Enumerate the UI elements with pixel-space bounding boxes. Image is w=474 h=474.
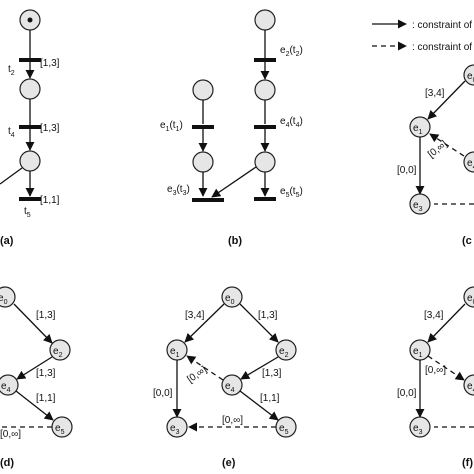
edge-e2-e4 [16,356,53,380]
e2-label: e2(t2) [280,45,303,58]
node-e4-label: e4 [467,381,474,394]
node-e0 [463,64,474,86]
node-e1-label: e1 [170,346,180,359]
legend: : constraint of : constraint of [372,19,472,53]
node-e0 [221,286,243,308]
e-interval-11: [1,1] [260,393,280,404]
condition-b5 [192,151,214,173]
panel-e-label: (e) [222,457,236,469]
f-interval-34: [3,4] [424,310,444,321]
node-e2 [275,339,297,361]
panel-c-label: (c [462,235,472,247]
panel-b-label: (b) [228,235,242,247]
edge-e4-e1 [429,133,465,157]
node-e1-label: e1 [413,123,423,136]
condition-b1 [254,9,276,31]
edge-e0-e1 [427,80,466,120]
e-interval-13a: [1,3] [258,310,278,321]
panel-f-label: (f) [462,457,473,469]
edge-e4-e1 [186,355,224,381]
edge-e0-e1 [184,303,225,343]
node-e4-label: e4 [467,158,474,171]
node-e0 [0,286,16,308]
node-e2 [49,339,71,361]
edge-e0-e2 [13,303,53,344]
arc-offscreen [0,167,23,185]
panel-e: e0 [3,4] [1,3] e1 e2 [1,3] e4 [0,∞] [0,0… [153,286,297,469]
node-e0-label: e0 [467,293,474,306]
node-e3 [166,416,188,438]
node-e4-label: e4 [225,381,235,394]
panel-f: e0 [3,4] e1 e4 [0,∞] [0,0] e3 (f) [397,286,474,469]
e-interval-34: [3,4] [185,310,205,321]
d-interval-11: [1,1] [36,393,56,404]
node-e2-label: e2 [53,346,63,359]
d-interval-13b: [1,3] [36,368,56,379]
e-interval-13b: [1,3] [262,368,282,379]
e-interval-0inf-b: [0,∞] [222,415,243,426]
legend-dashed-label: : constraint of [412,42,472,53]
panel-d-label: (d) [0,457,14,469]
node-e3 [409,416,431,438]
t2-label: t2 [8,64,15,77]
edge-e4-e5 [15,390,54,421]
place-p3 [19,150,41,172]
t4-interval: [1,3] [40,123,60,134]
token [27,17,33,23]
e4-label: e4(t4) [280,116,303,129]
c-interval-0inf: [0,∞] [426,139,450,161]
legend-solid-label: : constraint of [412,20,472,31]
panel-d: e0 [1,3] e2 [1,3] e4 [1,1] e5 [0,∞] (d) [0,286,73,469]
node-e3-label: e3 [413,423,423,436]
t5-label: t5 [24,206,31,219]
panel-a-label: (a) [0,235,14,247]
d-interval-0inf: [0,∞] [0,429,21,440]
node-e2-label: e2 [279,346,289,359]
arc [211,166,257,198]
node-e5-label: e5 [55,423,65,436]
f-interval-0inf: [0,∞] [425,365,446,376]
e3-label: e3(t3) [167,184,190,197]
panel-c: e0 [3,4] e1 e4 [0,∞] [0,0] e3 (c [397,64,474,247]
node-e0-label: e0 [225,293,235,306]
edge-e4-e5 [239,390,279,421]
node-e4 [221,374,243,396]
node-e0-label: e0 [0,293,8,306]
e1-label: e1(t1) [160,120,183,133]
c-interval-34: [3,4] [425,88,445,99]
condition-b2 [254,79,276,101]
panel-b: e2(t2) e4(t4) e5(t5) e1(t1) e3(t3) (b) [160,9,303,247]
t4-label: t4 [8,126,15,139]
condition-b4 [192,79,214,101]
edge-e2-e4 [240,356,279,380]
t2-interval: [1,3] [40,58,60,69]
node-e4-label: e4 [1,381,11,394]
node-e3-label: e3 [413,200,423,213]
d-interval-13a: [1,3] [36,310,56,321]
node-e1-label: e1 [413,346,423,359]
node-e3-label: e3 [170,423,180,436]
e5-label: e5(t5) [280,186,303,199]
condition-b3 [254,151,276,173]
node-e4 [463,374,474,396]
c-interval-00: [0,0] [397,165,417,176]
edge-e0-e2 [239,303,279,343]
panel-a: t2 [1,3] t4 [1,3] t5 [1,1] (a) [0,9,60,247]
e-interval-00: [0,0] [153,388,173,399]
node-e0 [463,286,474,308]
node-e5-label: e5 [279,423,289,436]
node-e4 [463,151,474,173]
node-e0-label: e0 [467,71,474,84]
node-e3 [409,193,431,215]
f-interval-00: [0,0] [397,388,417,399]
place-p2 [19,78,41,100]
edge-e1-e4 [427,355,465,381]
edge-e0-e1 [427,303,466,343]
e-interval-0inf-a: [0,∞] [185,364,209,385]
t5-interval: [1,1] [40,195,60,206]
node-e4 [0,374,19,396]
